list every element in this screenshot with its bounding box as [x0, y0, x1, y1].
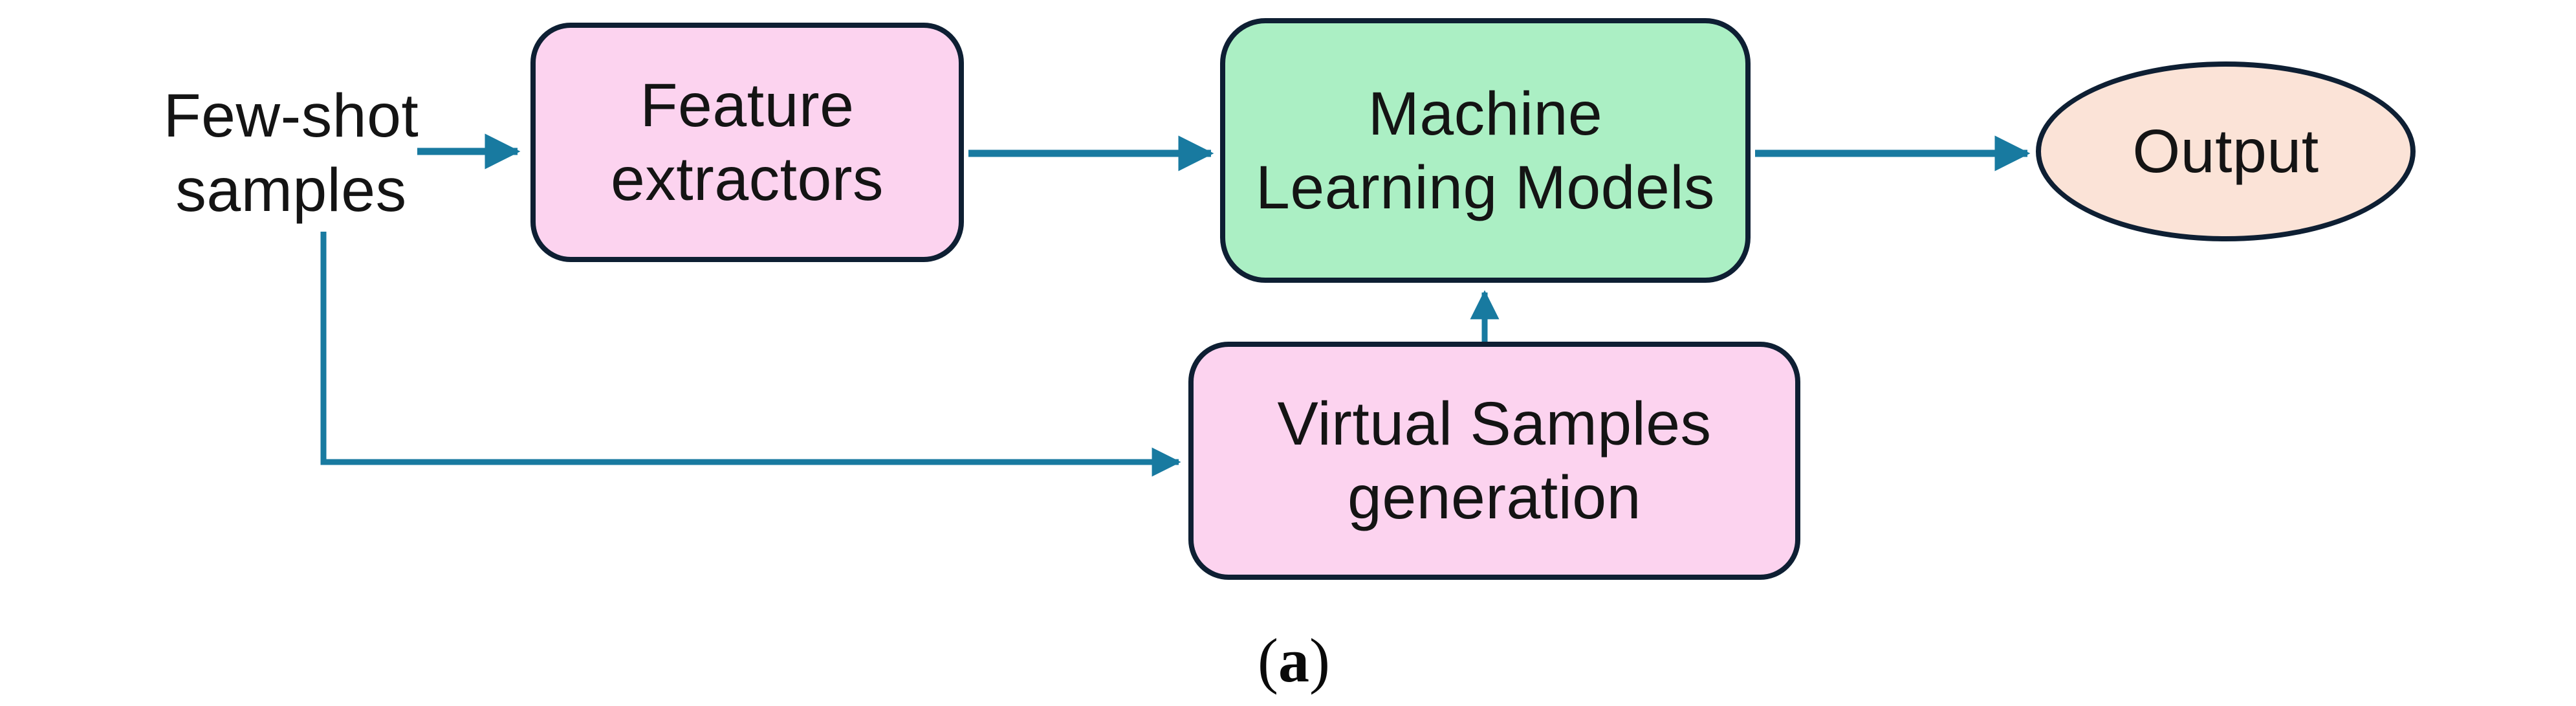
node-virtual-samples-generation-label: Virtual Samples generation: [1277, 390, 1712, 532]
caption-open-paren: (: [1258, 626, 1278, 695]
edge-fewshot-to-virtual-arrow: [320, 232, 1181, 477]
node-machine-learning-models-label: Machine Learning Models: [1256, 79, 1715, 222]
node-feature-extractors: Feature extractors: [530, 23, 964, 262]
node-output-ellipse: Output: [2036, 61, 2416, 241]
caption-close-paren: ): [1309, 626, 1330, 695]
node-output-label: Output: [2132, 117, 2319, 186]
node-few-shot-samples-label: Few-shot samples: [163, 82, 419, 225]
caption-letter: a: [1278, 626, 1309, 695]
node-virtual-samples-generation: Virtual Samples generation: [1188, 342, 1800, 580]
node-machine-learning-models: Machine Learning Models: [1220, 18, 1751, 283]
node-feature-extractors-label: Feature extractors: [610, 71, 884, 214]
figure-caption: (a): [1190, 624, 1397, 696]
